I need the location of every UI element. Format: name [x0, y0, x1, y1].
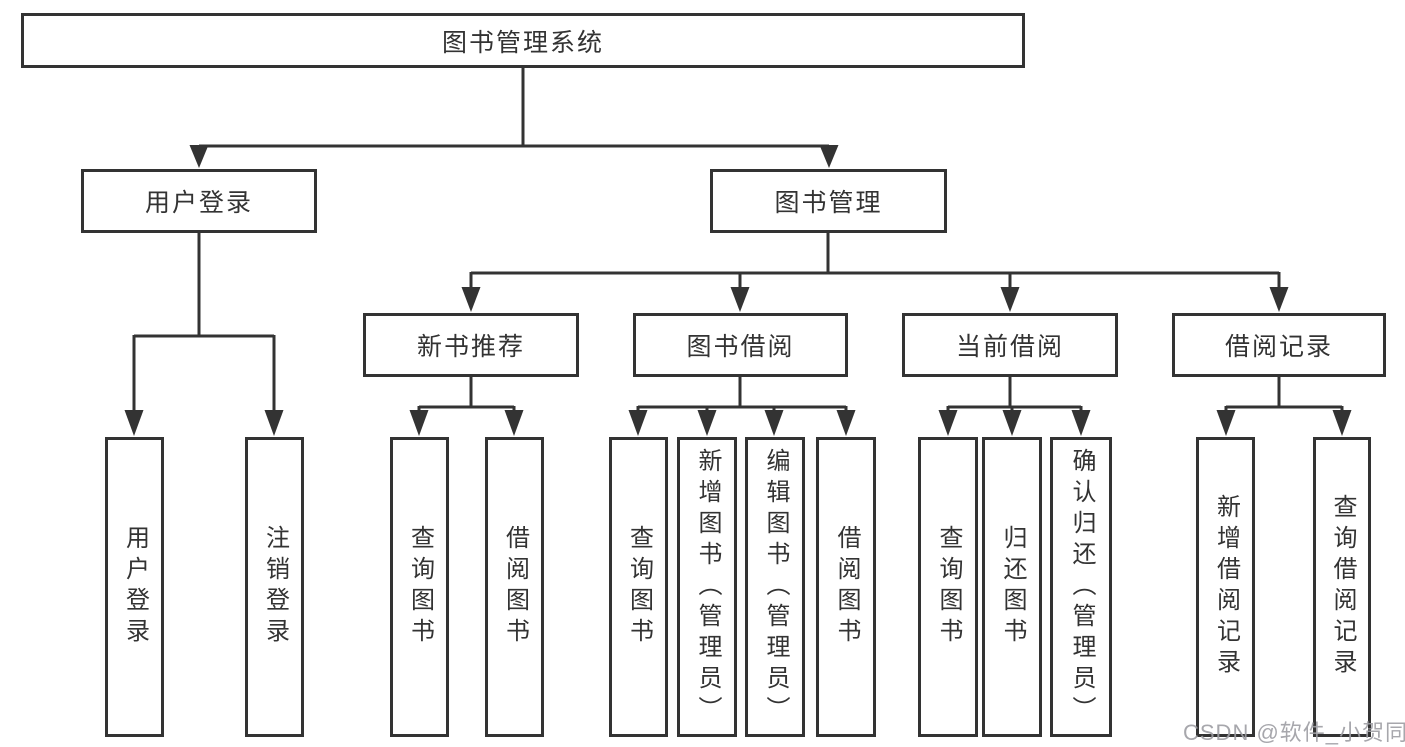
node-label: 图书借阅 [686, 333, 795, 361]
leaf-current-query-books: 查询图书 [918, 437, 978, 737]
node-borrowing-records: 借阅记录 [1172, 313, 1386, 377]
node-label: 新增借阅记录 [1212, 494, 1240, 680]
node-label: 借阅记录 [1224, 333, 1333, 361]
node-label: 注销登录 [261, 525, 289, 649]
node-label: 借阅图书 [833, 525, 860, 649]
node-label: 新书推荐 [416, 333, 525, 361]
csdn-watermark: CSDN @软件_小贺同学 [1183, 720, 1405, 745]
leaf-confirm-return-admin: 确认归还（管理员） [1050, 437, 1112, 737]
node-label: 用户登录 [144, 189, 253, 217]
arrowhead-icons [124, 145, 1352, 436]
node-user-login: 用户登录 [81, 169, 317, 233]
leaf-borrow-query-books: 查询图书 [609, 437, 668, 737]
node-label: 当前借阅 [955, 333, 1064, 361]
node-root-library-management-system: 图书管理系统 [21, 13, 1025, 68]
node-label: 查询图书 [625, 525, 653, 649]
node-label: 借阅图书 [501, 525, 529, 649]
node-label: 用户登录 [121, 525, 149, 649]
leaf-edit-books-admin: 编辑图书（管理员） [745, 437, 805, 737]
leaf-query-borrow-record: 查询借阅记录 [1313, 437, 1371, 737]
node-current-borrowing: 当前借阅 [902, 313, 1118, 377]
leaf-logout: 注销登录 [245, 437, 304, 737]
leaf-add-borrow-record: 新增借阅记录 [1196, 437, 1255, 737]
node-label: 查询借阅记录 [1329, 494, 1356, 680]
leaf-recommend-borrow-books: 借阅图书 [485, 437, 544, 737]
node-label: 归还图书 [999, 525, 1026, 649]
node-label: 查询图书 [406, 525, 434, 649]
node-book-management: 图书管理 [710, 169, 947, 233]
node-label: 编辑图书（管理员） [762, 447, 789, 727]
leaf-return-books: 归还图书 [982, 437, 1042, 737]
node-new-book-recommendation: 新书推荐 [363, 313, 579, 377]
leaf-recommend-query-books: 查询图书 [390, 437, 449, 737]
leaf-borrow-books: 借阅图书 [816, 437, 876, 737]
leaf-add-books-admin: 新增图书（管理员） [677, 437, 737, 737]
node-label: 查询图书 [935, 525, 962, 649]
node-book-borrowing: 图书借阅 [633, 313, 848, 377]
node-label: 确认归还（管理员） [1068, 447, 1095, 727]
node-label: 新增图书（管理员） [694, 447, 721, 727]
node-label: 图书管理系统 [441, 28, 604, 57]
node-label: 图书管理 [774, 189, 883, 217]
leaf-user-login: 用户登录 [105, 437, 164, 737]
